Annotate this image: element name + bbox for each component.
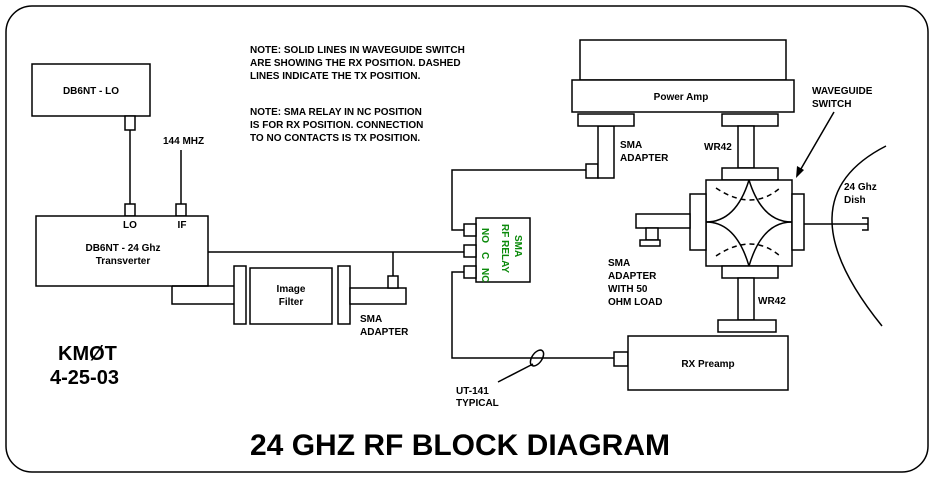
power-amp-block (571, 79, 795, 113)
note-waveguide-line-1: NOTE: SOLID LINES IN WAVEGUIDE SWITCH (250, 45, 465, 56)
switch-rx-paths (705, 179, 793, 267)
wr42-top-flange (721, 167, 779, 181)
filter-sma-connector (387, 275, 399, 289)
transverter-label-line-1: DB6NT - 24 Ghz (85, 243, 160, 254)
image-filter-label-line-1: Image (277, 284, 306, 295)
relay-port-nc-label: NC (479, 268, 490, 282)
top-sma-adapter-label-line-2: ADAPTER (620, 153, 669, 164)
transverter-if-connector (175, 203, 187, 217)
transverter-lo-connector (124, 203, 136, 217)
power-amp-label: Power Amp (654, 92, 709, 103)
dish-reflector (831, 145, 887, 327)
transverter-label-line-2: Transverter (96, 256, 151, 267)
switch-tx-paths (715, 187, 781, 257)
image-filter-block (249, 267, 333, 325)
waveguide-switch (705, 179, 793, 267)
transverter-if-port-label: IF (178, 220, 187, 231)
power-amp-heatsink (579, 39, 787, 81)
transverter-lo-port-label: LO (123, 220, 137, 231)
lo-output-connector (124, 115, 136, 131)
filter-sma-adapter-label-line-1: SMA (360, 314, 382, 325)
load-terminator (639, 239, 661, 247)
waveguide-switch-label-line-2: SWITCH (812, 99, 851, 110)
diagram-title: 24 GHZ RF BLOCK DIAGRAM (250, 429, 670, 462)
lo-block-label: DB6NT - LO (63, 86, 119, 97)
wr42-bottom-waveguide (737, 277, 755, 321)
author-callsign: KMØT (58, 343, 117, 365)
filter-sma-adapter (349, 287, 407, 305)
note-waveguide-line-3: LINES INDICATE THE TX POSITION. (250, 71, 421, 82)
author-date: 4-25-03 (50, 367, 119, 389)
dish-label-line-1: 24 Ghz (844, 182, 877, 193)
load-waveguide (635, 213, 691, 229)
wr42-top-label: WR42 (704, 142, 732, 153)
rx-preamp-block (627, 335, 789, 391)
lo-block (31, 63, 151, 117)
relay-port-no-label: NO (479, 228, 490, 243)
switch-pointer-arrow (796, 166, 804, 178)
note-relay: NOTE: SMA RELAY IN NC POSITION IS FOR RX… (250, 107, 423, 144)
cable-label-line-2: TYPICAL (456, 398, 499, 409)
relay-title: RF RELAY (499, 224, 510, 273)
image-filter-label-line-2: Filter (279, 297, 304, 308)
if-frequency-label: 144 MHZ (163, 136, 204, 147)
filter-sma-adapter-label-line-2: ADAPTER (360, 327, 409, 338)
relay-port-nc (463, 265, 477, 279)
power-amp-sma-connector (585, 163, 599, 179)
rx-preamp-label: RX Preamp (681, 359, 734, 370)
load-sma-adapter (645, 227, 659, 241)
wr42-bottom-flange-top (721, 265, 779, 279)
load-sma-label-line-4: OHM LOAD (608, 297, 662, 308)
relay-port-c (463, 244, 477, 258)
load-sma-label-line-3: WITH 50 (608, 284, 648, 295)
wr42-bottom-flange (717, 319, 777, 333)
power-amp-flange-left (577, 113, 635, 127)
relay-title-top: SMA (512, 235, 523, 257)
note-waveguide-line-2: ARE SHOWING THE RX POSITION. DASHED (250, 58, 461, 69)
cable-label-line-1: UT-141 (456, 386, 489, 397)
relay-title-line-2: RF RELAY (499, 224, 510, 273)
dish-label-line-2: Dish (844, 195, 866, 206)
load-sma-label-line-2: ADAPTER (608, 271, 657, 282)
relay-title-line-1: SMA (512, 235, 523, 257)
switch-right-flange (791, 193, 805, 251)
relay-port-labels: NO C NC (479, 228, 490, 282)
wr42-top-waveguide (737, 125, 755, 169)
filter-output-flange (337, 265, 351, 325)
transverter-block (35, 215, 209, 287)
power-amp-flange-right (721, 113, 779, 127)
relay-port-c-label: C (479, 252, 490, 259)
sma-rf-relay (475, 217, 531, 283)
load-sma-label-line-1: SMA (608, 258, 630, 269)
relay-port-no (463, 223, 477, 237)
wr42-bottom-label: WR42 (758, 296, 786, 307)
power-amp-sma-adapter (597, 125, 615, 179)
switch-left-flange (689, 193, 707, 251)
note-relay-line-1: NOTE: SMA RELAY IN NC POSITION (250, 107, 422, 118)
top-sma-adapter-label-line-1: SMA (620, 140, 642, 151)
filter-input-flange (233, 265, 247, 325)
waveguide-switch-label-line-1: WAVEGUIDE (812, 86, 873, 97)
note-relay-line-2: IS FOR RX POSITION. CONNECTION (250, 120, 423, 131)
rx-preamp-sma-connector (613, 351, 629, 367)
note-waveguide: NOTE: SOLID LINES IN WAVEGUIDE SWITCH AR… (250, 45, 465, 82)
note-relay-line-3: TO NO CONTACTS IS TX POSITION. (250, 133, 420, 144)
